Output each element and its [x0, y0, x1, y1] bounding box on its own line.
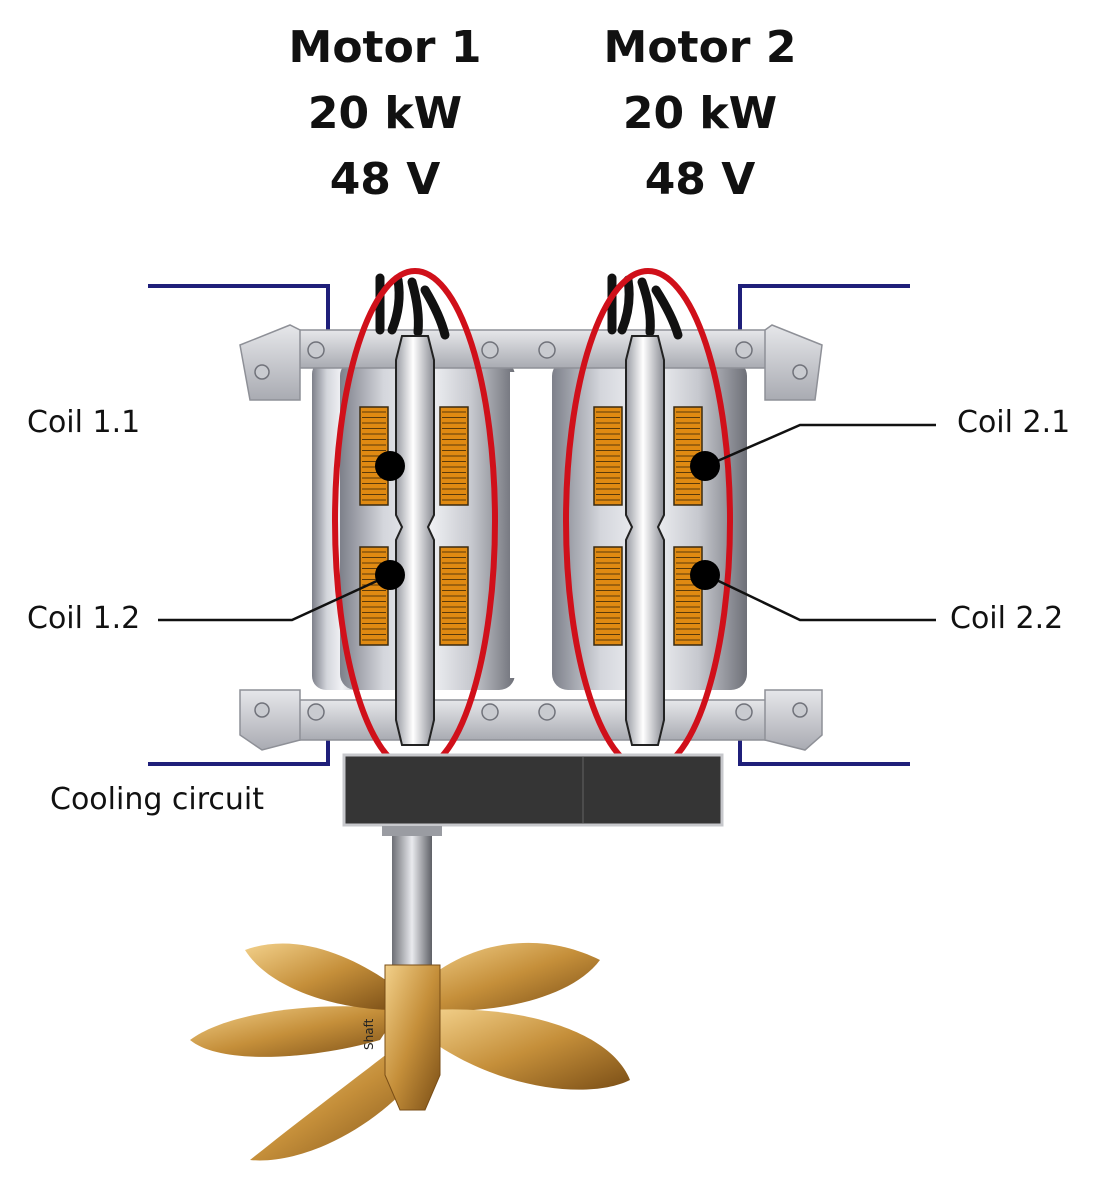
propeller-hub [384, 964, 441, 1111]
motor-2-heading: Motor 2 20 kW 48 V [570, 15, 830, 213]
top-frame [239, 324, 823, 401]
bracket-bottom-left [239, 689, 301, 751]
coil-1-1-winding-right [439, 406, 469, 506]
motor-2-voltage: 48 V [644, 154, 756, 205]
coil-1-1-label: Coil 1.1 [27, 405, 141, 440]
motor-1-power: 20 kW [307, 88, 463, 139]
cooling-block [342, 753, 724, 827]
propeller-shaft [392, 826, 432, 966]
motor-1-name: Motor 1 [288, 22, 482, 73]
propeller-blade-top-left [245, 943, 400, 1010]
coil-2-2-marker [690, 560, 720, 590]
bracket-bottom-right [764, 689, 823, 751]
propeller-blade-right [430, 1009, 630, 1090]
rotor-rod-motor-2 [625, 335, 665, 746]
leader-coil-1-2 [158, 573, 391, 622]
motor-1-heading: Motor 1 20 kW 48 V [255, 15, 515, 213]
propeller [190, 942, 630, 1161]
coil-2-1-marker [690, 451, 720, 481]
coil-2-1-label: Coil 2.1 [957, 405, 1071, 440]
coolant-pipe-top-left [148, 284, 330, 330]
shaft-label: Shaft [362, 1018, 376, 1050]
coil-leaders [158, 423, 936, 622]
coolant-pipes [148, 284, 910, 766]
rotor-rods [395, 335, 665, 746]
coil-1-2-marker [375, 560, 405, 590]
coil-2-1-winding-left [593, 406, 623, 506]
propeller-blade-left [190, 1006, 400, 1057]
cooling-circuit-label: Cooling circuit [50, 782, 265, 817]
coil-2-2-winding [673, 546, 703, 646]
motor-1-voltage: 48 V [329, 154, 441, 205]
bracket-top-left [239, 324, 301, 401]
coolant-pipe-bottom-right [738, 740, 910, 766]
coil-1-2-winding-right [439, 546, 469, 646]
coil-windings [359, 406, 703, 646]
rotor-rod-motor-1 [395, 335, 435, 746]
coil-2-2-winding-left [593, 546, 623, 646]
coil-1-2-label: Coil 1.2 [27, 601, 141, 636]
coil-1-1-marker [375, 451, 405, 481]
coolant-pipe-top-right [738, 284, 910, 330]
power-cables [375, 273, 683, 340]
leader-coil-2-1 [705, 423, 936, 468]
coolant-pipe-bottom-left [148, 740, 330, 766]
motor-2-power: 20 kW [622, 88, 778, 139]
leader-coil-2-2 [705, 573, 936, 622]
coil-2-2-label: Coil 2.2 [950, 601, 1064, 636]
bracket-top-right [764, 324, 823, 401]
cylinder-gap [510, 372, 560, 678]
propeller-blade-top-right [420, 942, 600, 1011]
motor-2-name: Motor 2 [603, 22, 797, 73]
